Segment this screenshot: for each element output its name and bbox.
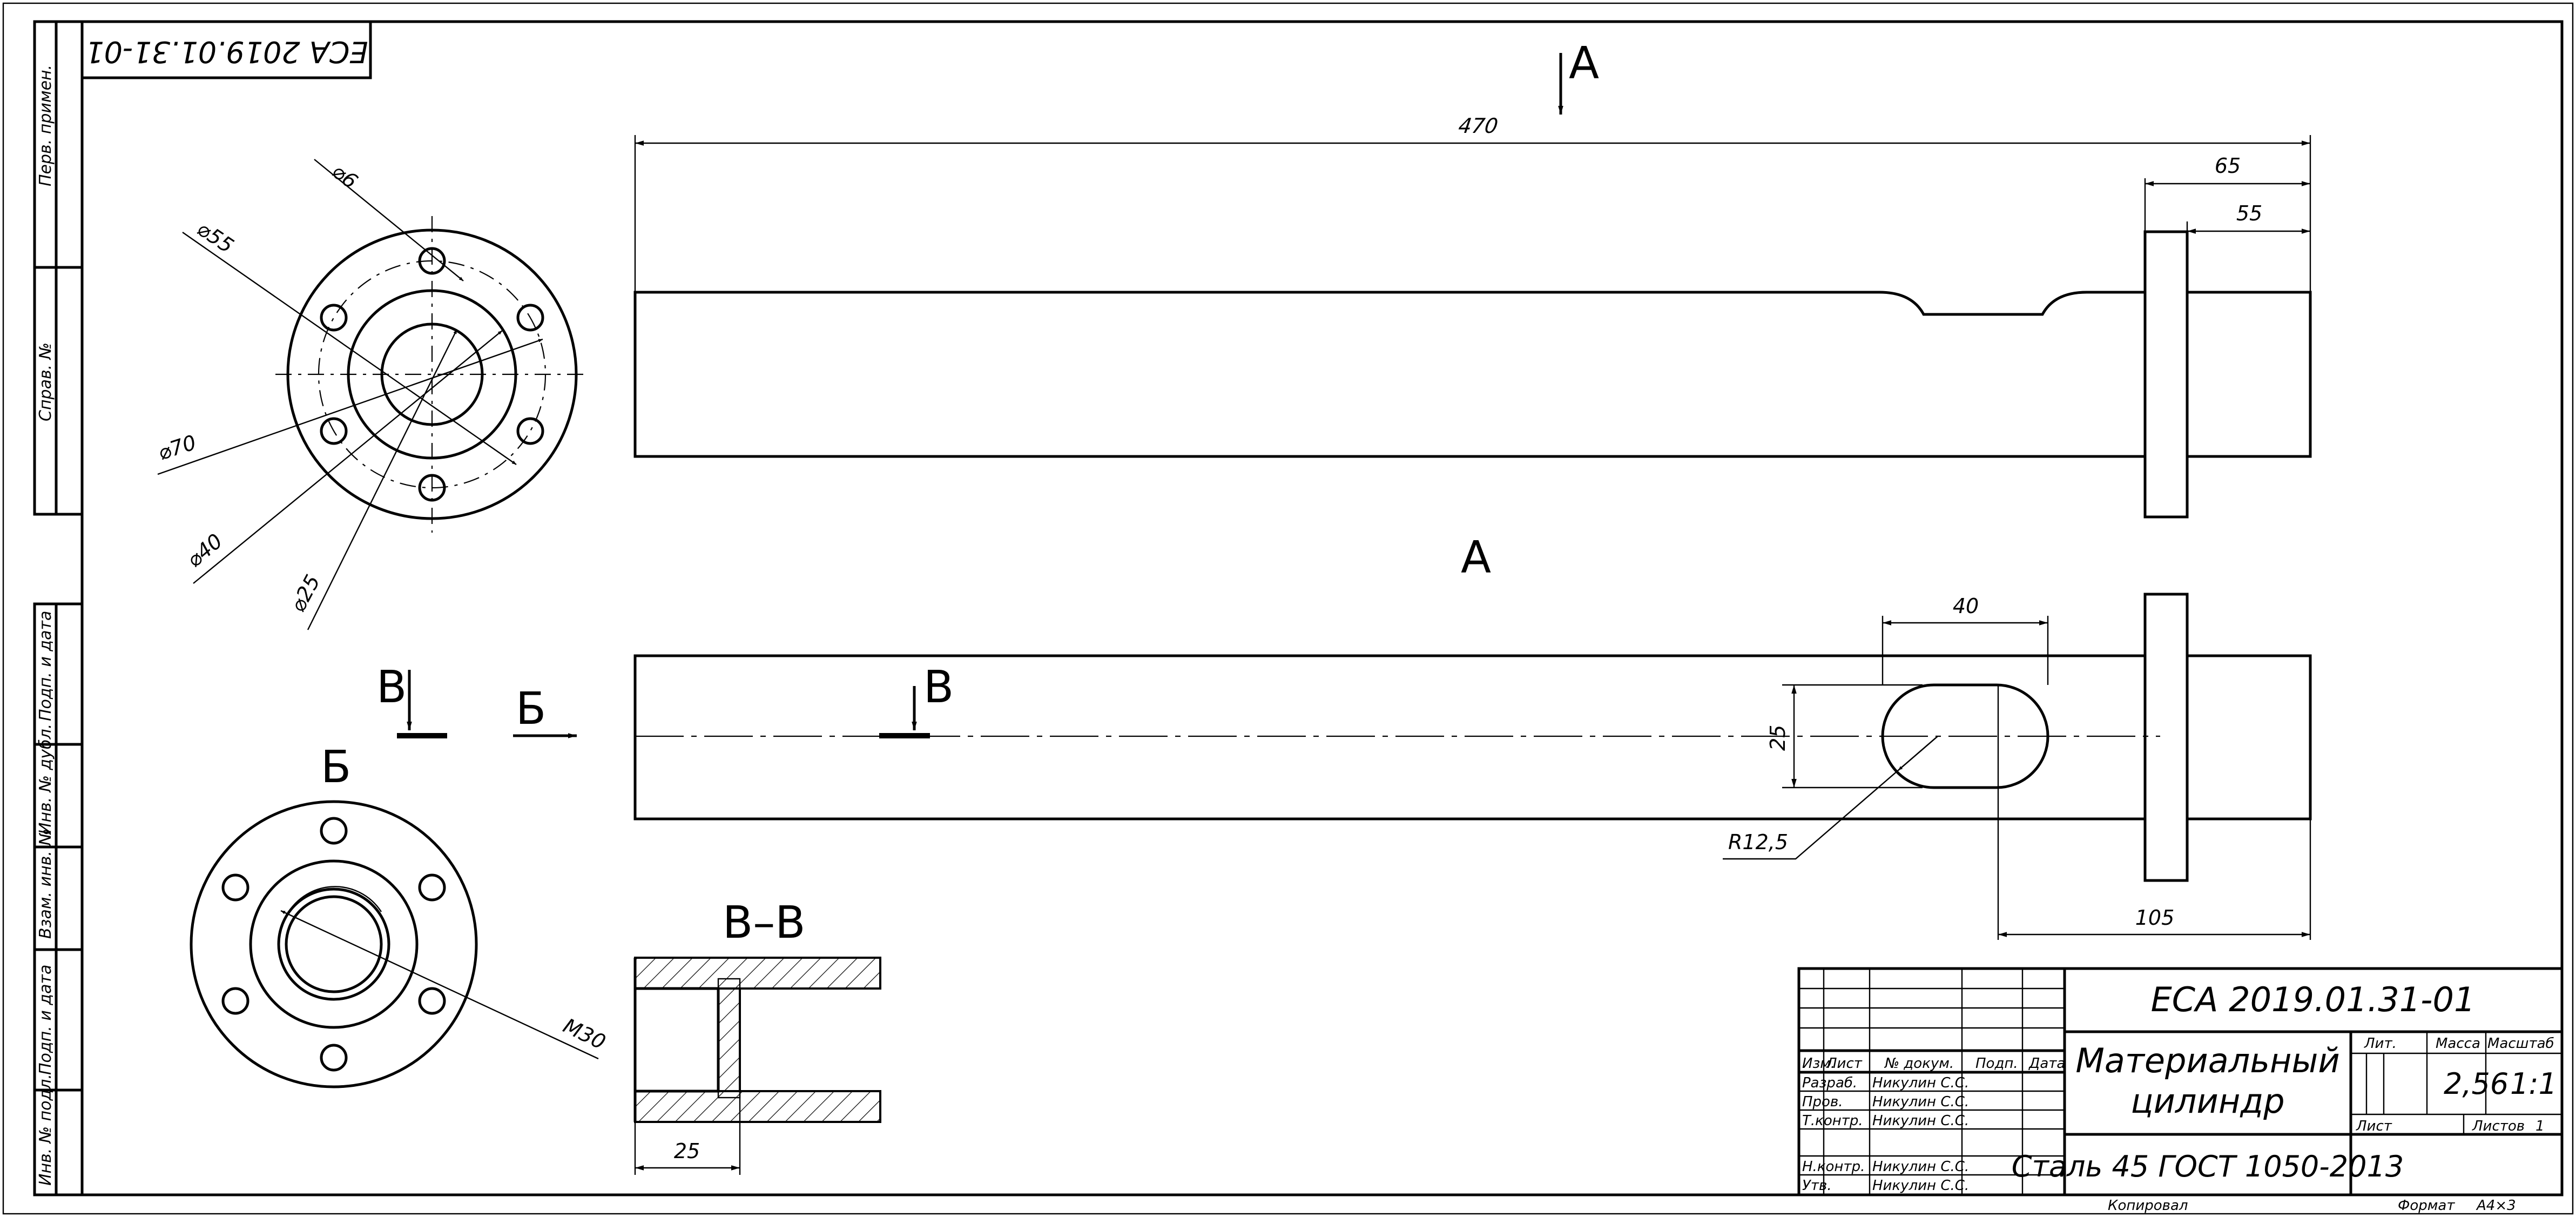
- name-utv: Никулин С.С.: [1872, 1178, 1969, 1194]
- section-vv: 25: [633, 957, 881, 1175]
- format-label: Формат: [2398, 1198, 2455, 1214]
- dim-55-label: 55: [2236, 201, 2262, 225]
- side-label-sprav: Справ. №: [36, 342, 55, 421]
- title-line-2: цилиндр: [2130, 1081, 2284, 1121]
- name-prov: Никулин С.С.: [1872, 1094, 1969, 1110]
- header-scale: Масштаб: [2487, 1036, 2554, 1052]
- header-lit: Лит.: [2364, 1036, 2397, 1052]
- dim-65-label: 65: [2215, 154, 2241, 178]
- flange-top-view: ⌀6 ⌀55 ⌀70 ⌀40 ⌀25: [155, 159, 589, 630]
- dimension-105: 105: [1998, 819, 2311, 940]
- side-label-podp1: Подп. и дата: [36, 611, 55, 721]
- side-label-inv-podl: Инв. № подл.: [36, 1074, 55, 1186]
- dim-25-section-label: 25: [674, 1139, 700, 1163]
- mass-value: 2,56: [2444, 1067, 2508, 1101]
- rev-header-doc: № докум.: [1884, 1055, 1954, 1072]
- dim-m30-label: М30: [559, 1014, 609, 1054]
- rev-header-podp: Подп.: [1975, 1055, 2018, 1072]
- view-a-marker: А: [1558, 38, 1599, 115]
- dimension-40: 40: [1882, 594, 2049, 685]
- side-label-inv-dubl: Инв. № дубл.: [36, 724, 55, 835]
- view-b-label: Б: [321, 742, 351, 793]
- rev-header-list: Лист: [1826, 1055, 1863, 1072]
- view-a-label-top: А: [1569, 38, 1599, 89]
- front-view: [633, 230, 2312, 519]
- top-code-box: ЕСА 2019.01.31-01: [80, 20, 372, 79]
- view-a-label: А: [1461, 532, 1491, 583]
- side-label-perv: Перв. примен.: [36, 65, 55, 186]
- dimension-65-55: 65 55: [2144, 154, 2310, 234]
- dim-phi70-label: ⌀70: [155, 431, 199, 465]
- sheet-label: Лист: [2356, 1118, 2392, 1134]
- dim-40-label: 40: [1953, 594, 1979, 618]
- header-mass: Масса: [2436, 1036, 2480, 1052]
- rev-header-date: Дата: [2028, 1055, 2065, 1072]
- side-label-podp2: Подп. и дата: [36, 965, 55, 1075]
- dim-470-label: 470: [1457, 115, 1500, 138]
- section-markers: В В Б: [376, 662, 954, 738]
- role-tkontr: Т.контр.: [1802, 1113, 1863, 1129]
- format-value: А4×3: [2476, 1198, 2516, 1214]
- dimension-25-slot: 25: [1766, 684, 1923, 789]
- rev-header-izm: Изм.: [1802, 1055, 1835, 1072]
- top-view-a: [633, 593, 2312, 940]
- top-code-text: ЕСА 2019.01.31-01: [85, 35, 368, 69]
- scale-value: 1:1: [2510, 1067, 2557, 1101]
- dim-phi6-label: ⌀6: [327, 159, 362, 193]
- name-razrab: Никулин С.С.: [1872, 1075, 1969, 1091]
- name-nkontr: Никулин С.С.: [1872, 1159, 1969, 1175]
- side-label-vzam: Взам. инв. №: [36, 829, 55, 939]
- role-razrab: Разраб.: [1802, 1075, 1857, 1091]
- dim-105-label: 105: [2135, 906, 2175, 930]
- dimension-r12-5: R12,5: [1723, 736, 1938, 860]
- section-vv-label: В–В: [723, 897, 806, 949]
- dim-phi25-label: ⌀25: [286, 571, 325, 616]
- title-block: Изм. Лист № докум. Подп. Дата Разраб. Ни…: [1797, 967, 2564, 1196]
- flange-bottom-view: М30: [190, 800, 609, 1088]
- copied-label: Копировал: [2108, 1198, 2188, 1214]
- view-b-arrow-label: Б: [516, 683, 546, 735]
- dim-r12-5-label: R12,5: [1728, 830, 1788, 854]
- dim-phi40-label: ⌀40: [183, 529, 227, 571]
- dim-phi55-label: ⌀55: [193, 217, 238, 258]
- section-v-label-left: В: [376, 662, 407, 713]
- title-block-code: ЕСА 2019.01.31-01: [2151, 980, 2476, 1019]
- name-tkontr: Никулин С.С.: [1872, 1113, 1969, 1129]
- sheets-value: 1: [2535, 1118, 2545, 1134]
- role-nkontr: Н.контр.: [1802, 1159, 1865, 1175]
- role-utv: Утв.: [1802, 1178, 1832, 1194]
- section-v-label-right: В: [923, 662, 954, 713]
- sheets-label: Листов: [2472, 1118, 2525, 1134]
- side-strip: Перв. примен. Справ. № Подп. и дата Инв.…: [33, 20, 84, 1196]
- dimension-470: 470: [634, 115, 2311, 292]
- title-line-1: Материальный: [2075, 1041, 2339, 1080]
- dim-25-slot-label: 25: [1766, 725, 1790, 751]
- material-text: Сталь 45 ГОСТ 1050-2013: [2012, 1149, 2404, 1184]
- role-prov: Пров.: [1802, 1094, 1843, 1110]
